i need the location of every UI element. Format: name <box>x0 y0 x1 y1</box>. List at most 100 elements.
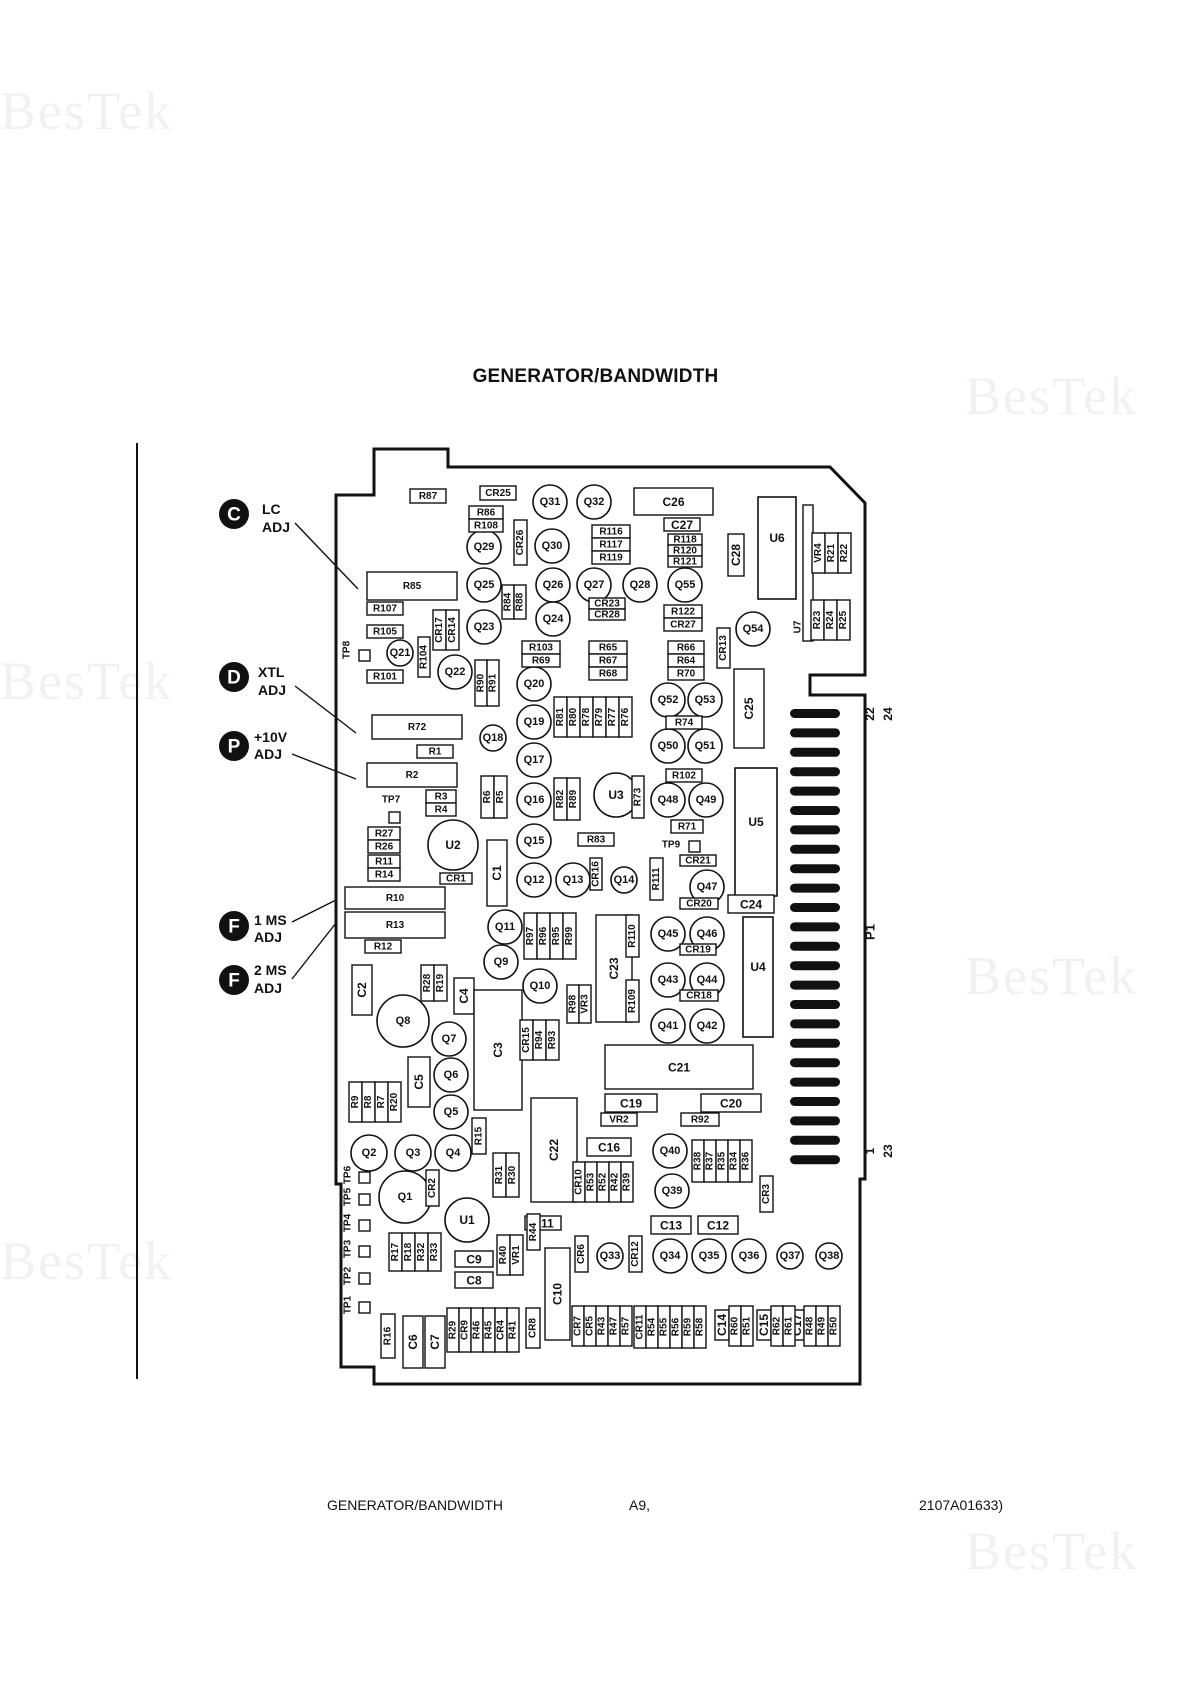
component-label: C10 <box>551 1283 565 1305</box>
component-label: CR12 <box>630 1241 641 1267</box>
resistor-r70: R70 <box>667 666 705 681</box>
component-label: R101 <box>373 672 397 683</box>
resistor-r3: R3 <box>425 789 457 804</box>
transistor-q42: Q42 <box>689 1008 725 1044</box>
component-label: C5 <box>412 1074 426 1090</box>
component-label: R87 <box>419 491 438 502</box>
diode-cr19: CR19 <box>679 943 717 956</box>
resistor-r8: R8 <box>361 1081 376 1123</box>
resistor-r66: R66 <box>667 640 705 655</box>
transistor-q34: Q34 <box>652 1238 688 1274</box>
connector-finger <box>790 825 840 835</box>
component-label: C9 <box>466 1253 482 1267</box>
transistor-q16: Q16 <box>516 782 552 818</box>
resistor-r61: R61 <box>782 1305 796 1347</box>
capacitor-c27: C27 <box>663 517 701 532</box>
transistor-q10: Q10 <box>522 968 558 1004</box>
component-label: CR17 <box>434 617 445 643</box>
resistor-r111: R111 <box>649 857 664 901</box>
watermark: BesTek <box>965 946 1139 1006</box>
callout-leader-line <box>291 899 337 923</box>
component-label: TP5 <box>343 1187 354 1206</box>
component-label: R77 <box>607 707 618 726</box>
component-label: Q20 <box>524 678 545 690</box>
component-label: P1 <box>863 924 878 940</box>
component-label: CR6 <box>576 1244 587 1264</box>
connector-finger <box>790 1058 840 1068</box>
diode-cr28: CR28 <box>588 608 626 621</box>
resistor-r80: R80 <box>566 696 581 738</box>
component-label: ADJ <box>254 746 282 762</box>
resistor-r53: R53 <box>584 1161 598 1203</box>
component-label: R90 <box>476 673 487 692</box>
resistor-r12: R12 <box>364 939 402 954</box>
component-label: R28 <box>422 973 433 992</box>
component-label: Q8 <box>396 1015 411 1027</box>
component-label: R84 <box>503 592 514 611</box>
component-label: R92 <box>691 1115 710 1126</box>
resistor-r51: R51 <box>740 1305 754 1347</box>
resistor-r42: R42 <box>608 1161 622 1203</box>
component-label: C3 <box>491 1042 505 1058</box>
resistor-r52: R52 <box>596 1161 610 1203</box>
resistor-r65: R65 <box>588 640 628 655</box>
component-label: Q23 <box>474 621 495 633</box>
component-label: Q12 <box>524 874 545 886</box>
component-label: C20 <box>720 1097 742 1111</box>
callout-badge <box>219 499 249 529</box>
diode-cr14: CR14 <box>445 609 460 651</box>
component-label: Q37 <box>780 1250 801 1262</box>
resistor-r25: R25 <box>836 599 851 641</box>
transistor-q1: Q1 <box>378 1170 432 1224</box>
capacitor-c22: C22 <box>530 1097 578 1203</box>
component-label: R102 <box>672 771 696 782</box>
transistor-q51: Q51 <box>687 728 723 764</box>
diode-cr10: CR10 <box>572 1161 586 1203</box>
component-label: R24 <box>825 610 836 629</box>
component-label: CR1 <box>446 874 466 885</box>
resistor-r91: R91 <box>486 659 500 707</box>
component-label: R32 <box>416 1242 427 1261</box>
component-label: C12 <box>707 1219 729 1233</box>
transistor-q29: Q29 <box>466 529 502 565</box>
resistor-r110: R110 <box>625 914 640 958</box>
transistor-q53: Q53 <box>687 682 723 718</box>
component-label: CR18 <box>686 991 712 1002</box>
resistor-r35: R35 <box>715 1139 729 1183</box>
component-label: R64 <box>677 656 696 667</box>
callout-badge <box>219 731 249 761</box>
resistor-r77: R77 <box>605 696 620 738</box>
component-label: Q6 <box>444 1069 459 1081</box>
component-label: Q1 <box>398 1191 413 1203</box>
resistor-r49: R49 <box>815 1305 829 1347</box>
transistor-q19: Q19 <box>516 704 552 740</box>
component-label: R122 <box>671 607 695 618</box>
component-label: CR16 <box>591 861 602 887</box>
diode-cr20: CR20 <box>679 897 719 910</box>
resistor-r119: R119 <box>591 550 631 565</box>
resistor-r62: R62 <box>770 1305 784 1347</box>
connector-finger <box>790 980 840 990</box>
component-label: Q38 <box>819 1250 840 1262</box>
component-label: R40 <box>498 1245 509 1264</box>
component-label: R74 <box>675 718 694 729</box>
transistor-q2: Q2 <box>350 1134 388 1172</box>
component-label: Q9 <box>494 956 509 968</box>
component-label: R6 <box>482 790 493 803</box>
resistor-r43: R43 <box>595 1305 609 1347</box>
transistor-q50: Q50 <box>650 728 686 764</box>
component-label: R11 <box>375 857 393 868</box>
connector-finger <box>790 864 840 874</box>
component-label: TP9 <box>662 840 681 851</box>
resistor-r54: R54 <box>645 1305 659 1349</box>
component-label: R61 <box>784 1316 795 1335</box>
connector-finger <box>790 1155 840 1165</box>
test-point-tp6: TP6 <box>343 1165 371 1184</box>
transistor-q37: Q37 <box>776 1242 804 1270</box>
component-label: CR26 <box>515 529 526 555</box>
connector-finger <box>790 883 840 893</box>
transistor-q18: Q18 <box>479 724 507 752</box>
resistor-r68: R68 <box>588 666 628 681</box>
component-label: R15 <box>474 1126 485 1145</box>
